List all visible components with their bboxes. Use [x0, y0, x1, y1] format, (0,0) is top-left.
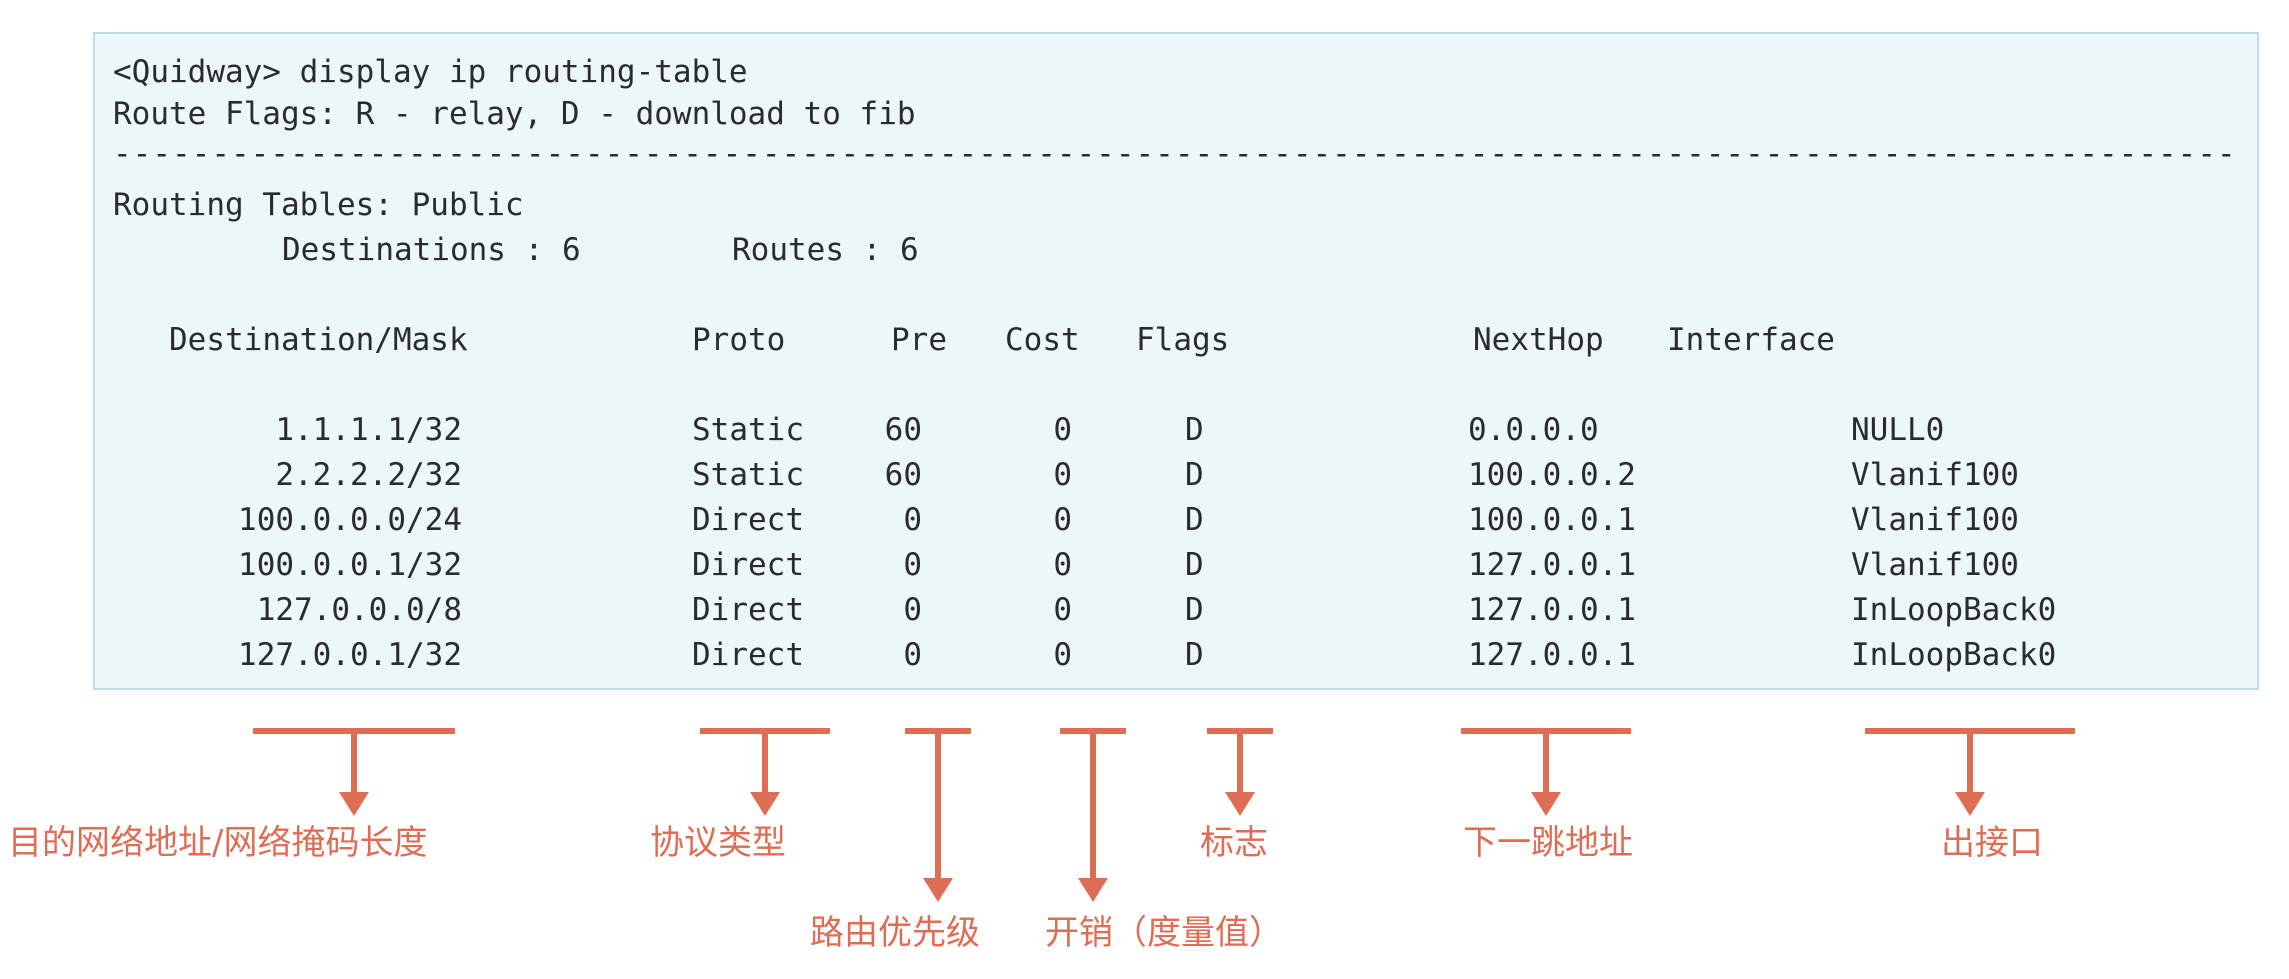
cell-pre: 0 — [903, 547, 922, 583]
cell-proto: Static — [692, 457, 804, 493]
arrowhead-icon — [750, 792, 780, 816]
down-arrow-icon — [1543, 728, 1549, 794]
route-row: 100.0.0.1/32 Direct 0 0 D 127.0.0.1 Vlan… — [95, 545, 2257, 585]
cell-proto: Direct — [692, 637, 804, 673]
annotation-label: 开销（度量值） — [1045, 913, 1283, 953]
destinations-count: Destinations : 6 — [282, 232, 581, 268]
cell-pre: 0 — [903, 502, 922, 538]
cell-cost: 0 — [1053, 502, 1072, 538]
cell-cost: 0 — [1053, 637, 1072, 673]
cell-destination-mask: 100.0.0.0/24 — [238, 502, 462, 538]
cell-nexthop: 127.0.0.1 — [1468, 592, 1636, 628]
annotation-label: 目的网络地址/网络掩码长度 — [8, 823, 428, 863]
cell-flags: D — [1185, 412, 1204, 448]
column-header-interface: Interface — [1667, 322, 1835, 358]
cell-pre: 0 — [903, 637, 922, 673]
table-header-row: Destination/Mask Proto Pre Cost Flags Ne… — [95, 320, 2257, 360]
arrowhead-icon — [923, 878, 953, 902]
route-row: 127.0.0.0/8 Direct 0 0 D 127.0.0.1 InLoo… — [95, 590, 2257, 630]
cell-destination-mask: 1.1.1.1/32 — [275, 412, 462, 448]
routes-count: Routes : 6 — [732, 232, 919, 268]
down-arrow-icon — [351, 728, 357, 794]
cell-pre: 0 — [903, 592, 922, 628]
terminal-output-panel: <Quidway> display ip routing-table Route… — [93, 32, 2259, 690]
cell-cost: 0 — [1053, 592, 1072, 628]
arrowhead-icon — [1955, 792, 1985, 816]
cell-flags: D — [1185, 457, 1204, 493]
cell-flags: D — [1185, 592, 1204, 628]
cell-pre: 60 — [884, 457, 922, 493]
route-row: 1.1.1.1/32 Static 60 0 D 0.0.0.0 NULL0 — [95, 410, 2257, 450]
cell-nexthop: 127.0.0.1 — [1468, 637, 1636, 673]
column-header-nexthop: NextHop — [1473, 322, 1604, 358]
cell-interface: Vlanif100 — [1851, 547, 2019, 583]
cell-nexthop: 0.0.0.0 — [1468, 412, 1599, 448]
cell-cost: 0 — [1053, 547, 1072, 583]
down-arrow-icon — [1967, 728, 1973, 794]
route-flags-line: Route Flags: R - relay, D - download to … — [113, 96, 916, 132]
column-header-cost: Cost — [1005, 322, 1080, 358]
down-arrow-icon — [935, 728, 941, 880]
cell-interface: NULL0 — [1851, 412, 1945, 448]
down-arrow-icon — [762, 728, 768, 794]
route-row: 127.0.0.1/32 Direct 0 0 D 127.0.0.1 InLo… — [95, 635, 2257, 675]
cell-proto: Direct — [692, 592, 804, 628]
cell-destination-mask: 2.2.2.2/32 — [275, 457, 462, 493]
annotation-label: 下一跳地址 — [1463, 823, 1633, 863]
down-arrow-icon — [1090, 728, 1096, 880]
cell-cost: 0 — [1053, 412, 1072, 448]
arrowhead-icon — [339, 792, 369, 816]
cell-nexthop: 100.0.0.1 — [1468, 502, 1636, 538]
annotation-label: 路由优先级 — [810, 913, 980, 953]
annotation-label: 出接口 — [1941, 823, 2043, 863]
column-header-flags: Flags — [1136, 322, 1230, 358]
arrowhead-icon — [1078, 878, 1108, 902]
arrowhead-icon — [1225, 792, 1255, 816]
cell-flags: D — [1185, 637, 1204, 673]
cell-interface: InLoopBack0 — [1851, 637, 2057, 673]
separator-line: ----------------------------------------… — [113, 136, 2239, 172]
cell-destination-mask: 127.0.0.1/32 — [238, 637, 462, 673]
column-header-pre: Pre — [891, 322, 947, 358]
cell-interface: Vlanif100 — [1851, 502, 2019, 538]
cell-destination-mask: 100.0.0.1/32 — [238, 547, 462, 583]
down-arrow-icon — [1237, 728, 1243, 794]
cell-interface: Vlanif100 — [1851, 457, 2019, 493]
route-row: 100.0.0.0/24 Direct 0 0 D 100.0.0.1 Vlan… — [95, 500, 2257, 540]
annotation-label: 协议类型 — [650, 823, 786, 863]
cell-cost: 0 — [1053, 457, 1072, 493]
cell-interface: InLoopBack0 — [1851, 592, 2057, 628]
cell-proto: Static — [692, 412, 804, 448]
column-header-destination-mask: Destination/Mask — [169, 322, 468, 358]
command-line: <Quidway> display ip routing-table — [113, 54, 748, 90]
cell-pre: 60 — [884, 412, 922, 448]
cell-nexthop: 100.0.0.2 — [1468, 457, 1636, 493]
cell-proto: Direct — [692, 547, 804, 583]
route-row: 2.2.2.2/32 Static 60 0 D 100.0.0.2 Vlani… — [95, 455, 2257, 495]
cell-flags: D — [1185, 547, 1204, 583]
annotation-label: 标志 — [1200, 823, 1268, 863]
column-header-proto: Proto — [692, 322, 786, 358]
routing-tables-line: Routing Tables: Public — [113, 187, 524, 223]
arrowhead-icon — [1531, 792, 1561, 816]
cell-proto: Direct — [692, 502, 804, 538]
cell-nexthop: 127.0.0.1 — [1468, 547, 1636, 583]
cell-destination-mask: 127.0.0.0/8 — [256, 592, 462, 628]
cell-flags: D — [1185, 502, 1204, 538]
